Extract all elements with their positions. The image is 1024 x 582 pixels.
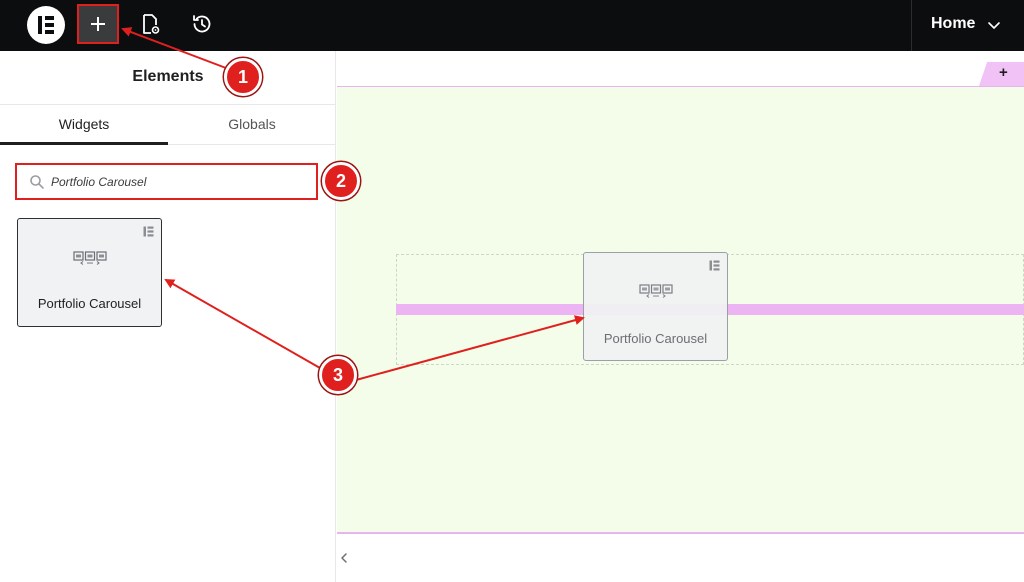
elementor-logo-icon[interactable] bbox=[27, 6, 65, 44]
search-icon bbox=[30, 175, 44, 189]
tab-widgets[interactable]: Widgets bbox=[0, 105, 168, 145]
section-top-border bbox=[337, 86, 1024, 87]
step-badge-2: 2 bbox=[322, 162, 360, 200]
widget-portfolio-carousel[interactable]: Portfolio Carousel bbox=[17, 218, 162, 327]
add-element-button[interactable] bbox=[77, 4, 119, 44]
chevron-left-icon[interactable] bbox=[338, 552, 350, 564]
portfolio-carousel-icon bbox=[639, 284, 673, 298]
add-section-label: + bbox=[999, 64, 1008, 81]
dragged-widget-label: Portfolio Carousel bbox=[603, 331, 708, 346]
history-icon[interactable] bbox=[190, 12, 214, 36]
panel-title: Elements bbox=[132, 68, 204, 85]
search-box[interactable] bbox=[15, 163, 318, 200]
add-section-handle[interactable]: + bbox=[979, 62, 1024, 86]
page-selector-label[interactable]: Home bbox=[931, 15, 976, 32]
panel-separator bbox=[0, 104, 336, 105]
tab-globals[interactable]: Globals bbox=[168, 105, 336, 145]
section-bottom-border bbox=[337, 532, 1024, 534]
search-input[interactable] bbox=[51, 171, 306, 193]
elements-panel: Elements Widgets Globals Portfolio Carou… bbox=[0, 51, 336, 582]
widget-label: Portfolio Carousel bbox=[37, 296, 142, 311]
top-bar: Home bbox=[0, 0, 1024, 51]
pro-badge-icon bbox=[143, 226, 154, 237]
topbar-divider bbox=[911, 0, 912, 51]
dragged-widget-preview[interactable]: Portfolio Carousel bbox=[583, 252, 728, 361]
step-badge-1: 1 bbox=[224, 58, 262, 96]
page-settings-icon[interactable] bbox=[138, 12, 162, 36]
chevron-down-icon[interactable] bbox=[986, 17, 1002, 33]
pro-badge-icon bbox=[709, 260, 720, 271]
portfolio-carousel-icon bbox=[73, 251, 107, 265]
step-badge-3: 3 bbox=[319, 356, 357, 394]
